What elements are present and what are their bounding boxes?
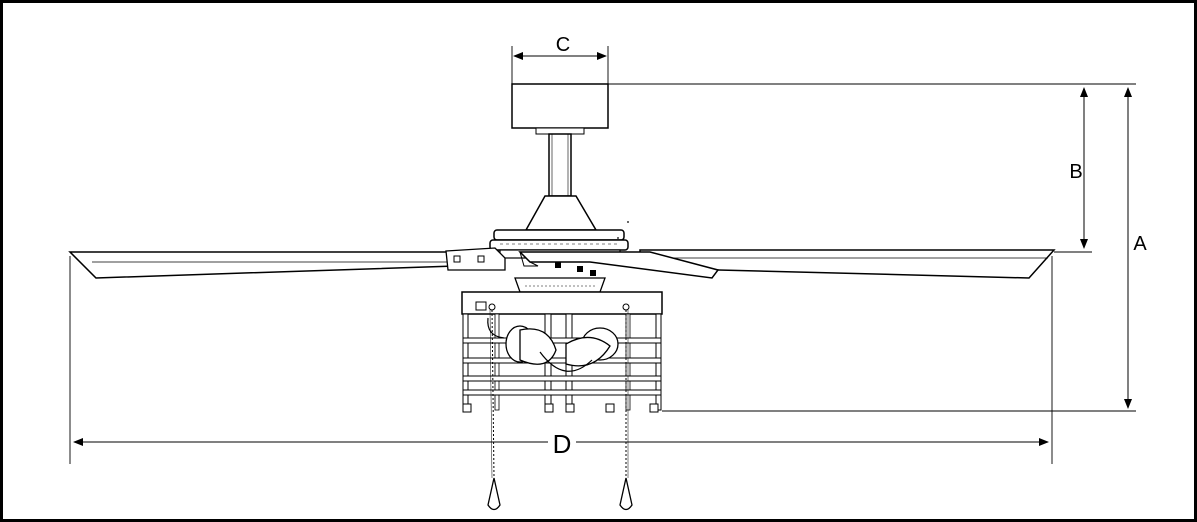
light-kit (461, 291, 663, 413)
speck-mark (627, 221, 629, 223)
dimension-label-d: D (553, 429, 572, 459)
downrod (548, 133, 572, 197)
pull-chain-left (487, 309, 501, 511)
reference-lines (69, 46, 1136, 464)
dimension-label-b: B (1069, 161, 1082, 183)
label-d-mask (548, 432, 576, 456)
speck-mark (617, 237, 619, 239)
dimension-label-c: C (556, 34, 570, 56)
motor-housing (489, 195, 629, 259)
blade-front (518, 251, 720, 279)
dimension-label-a: A (1133, 233, 1147, 255)
blade-left (68, 247, 506, 279)
pull-chain-right (619, 310, 633, 511)
canopy (511, 83, 609, 135)
